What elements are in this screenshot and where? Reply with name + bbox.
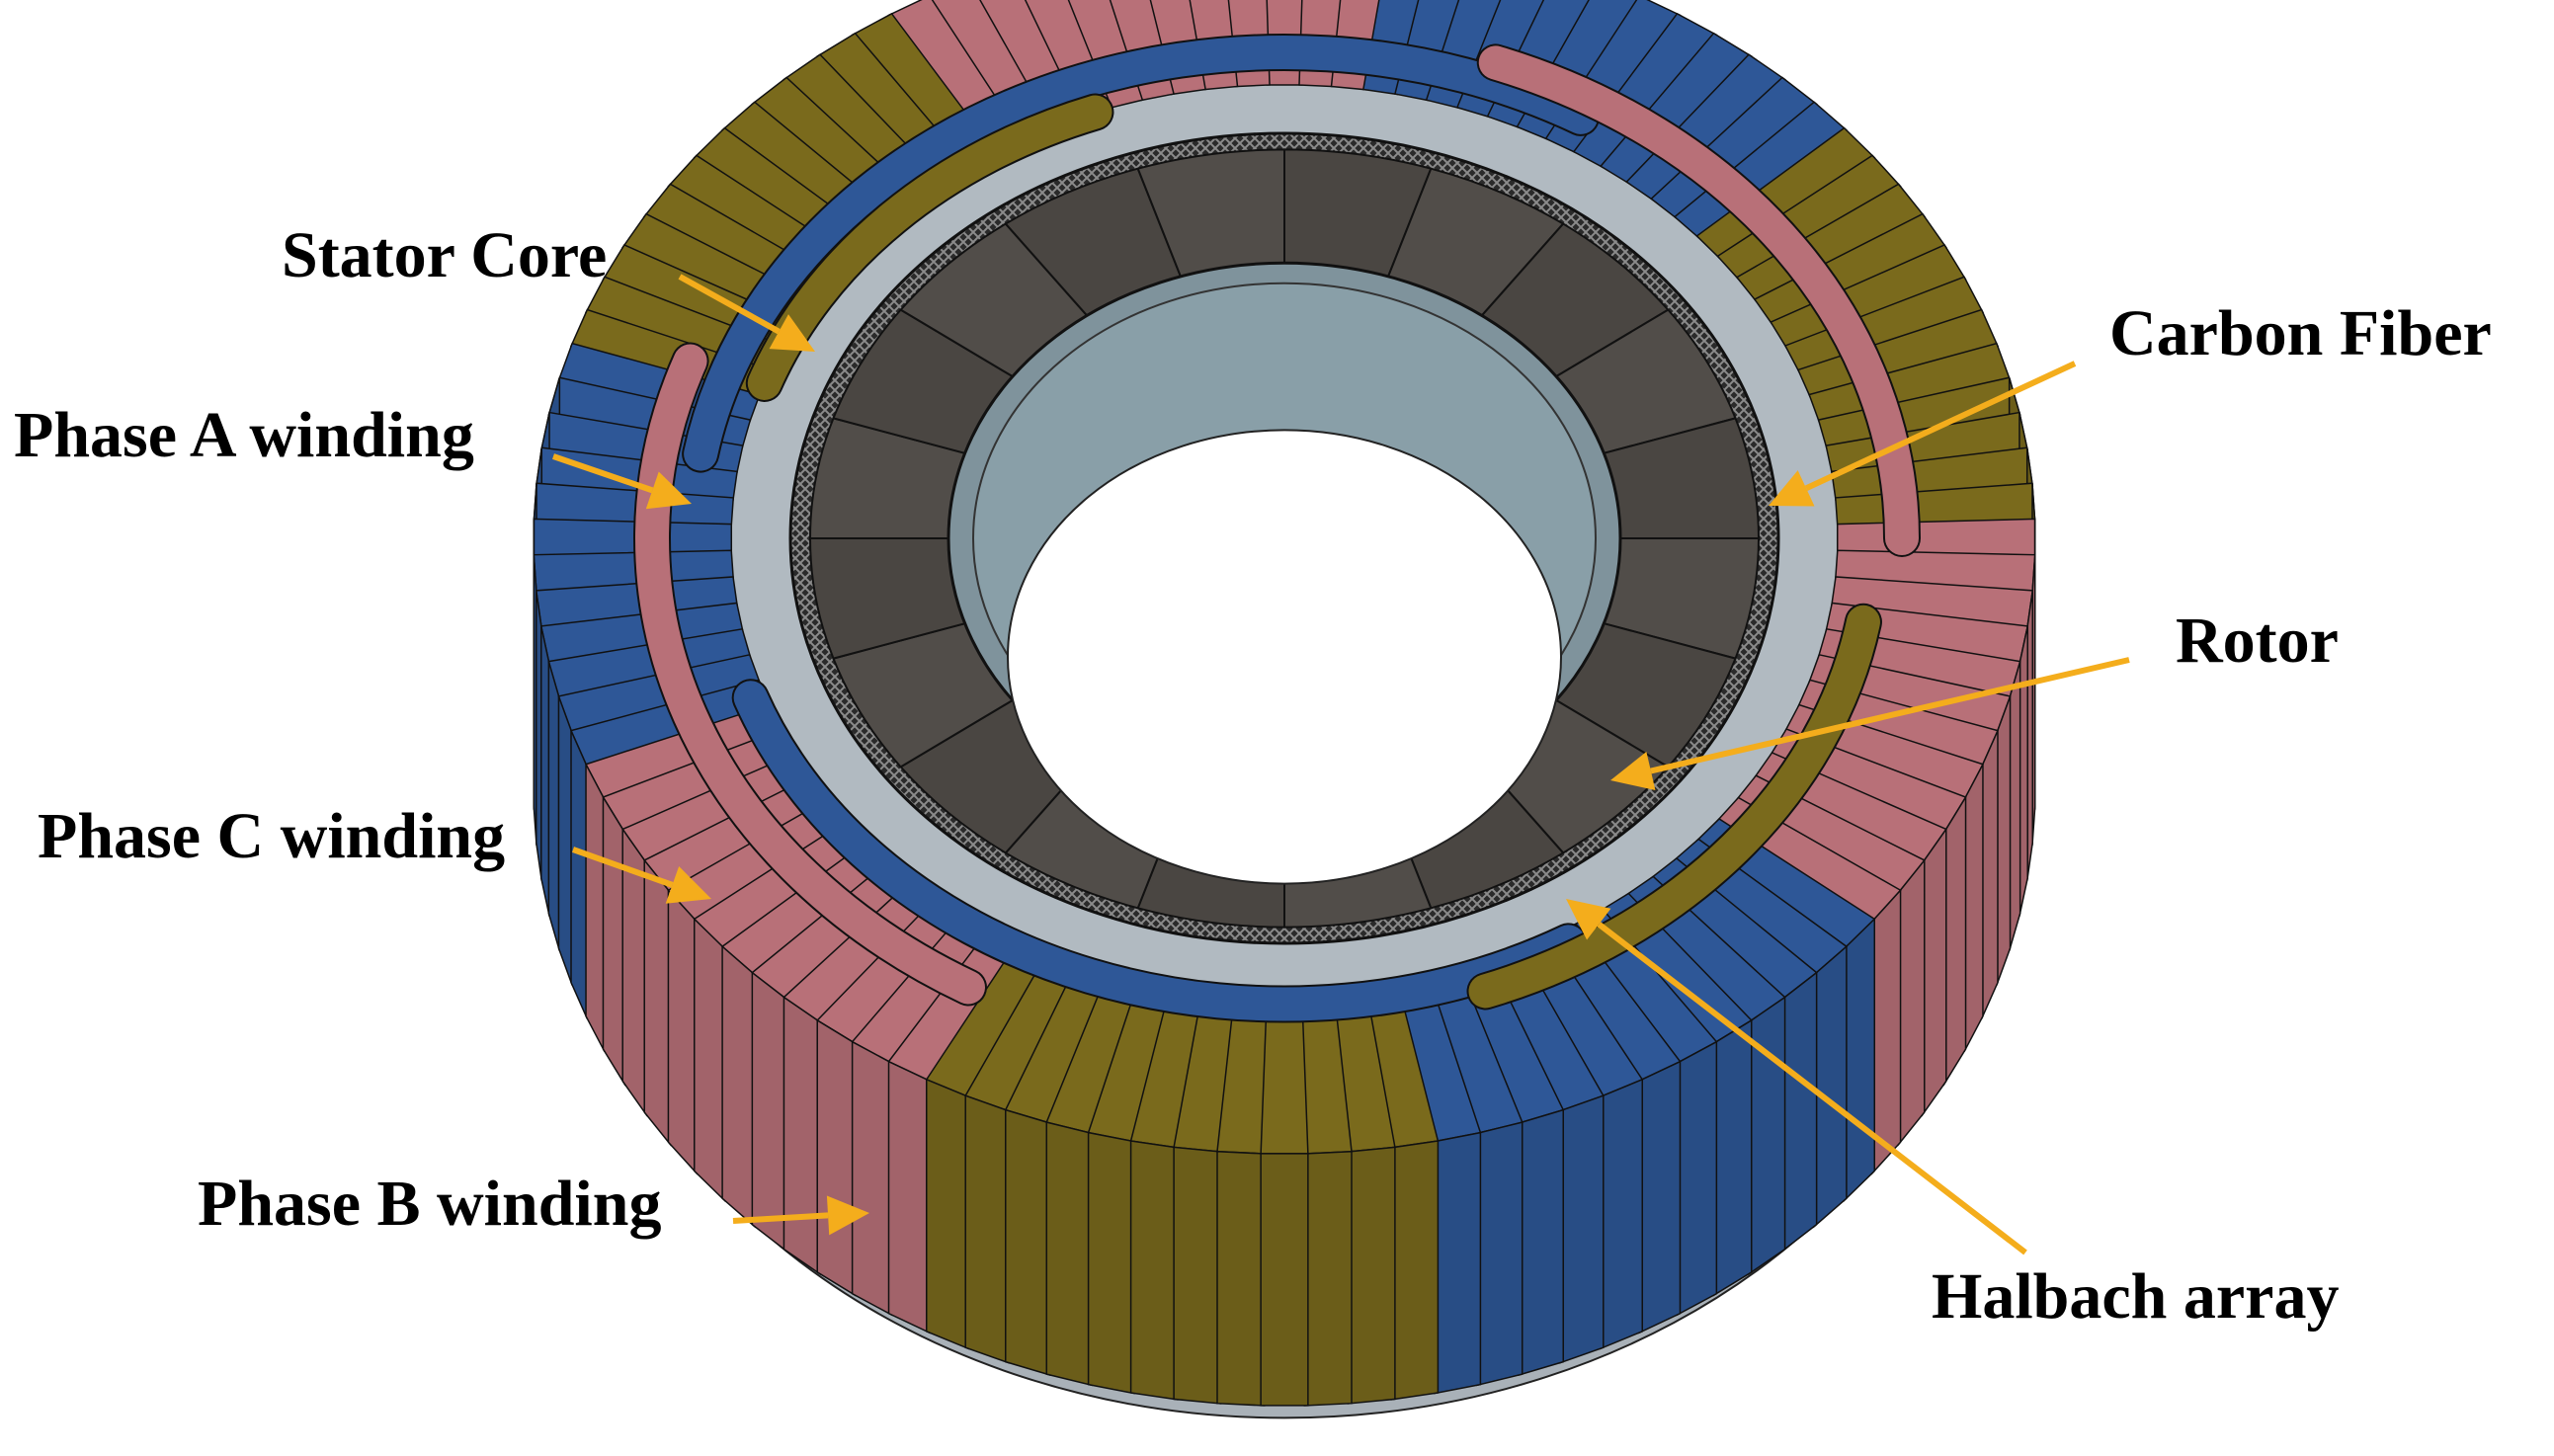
winding-tooth-side [585,764,606,1053]
winding-tooth-side [1897,857,1926,1147]
phase-b-label: Phase B winding [198,1168,662,1240]
coil-end-turn [1468,605,1880,1009]
phase-b-arrow-head [826,1195,869,1236]
rotor-arrow-shaft [1650,657,2130,774]
winding-tooth-side [1843,917,1876,1203]
stator-core-arrow-shaft [678,274,781,335]
winding-tooth-side [1129,1140,1179,1401]
winding-tooth-side [1045,1121,1093,1387]
stator-core-arrow-head [769,314,815,352]
winding-tooth-side [1303,1150,1353,1407]
winding-tooth-side [1781,971,1818,1254]
winding-tooth-side [721,944,756,1229]
winding-tooth-side [1599,1078,1644,1350]
winding-tooth-side [783,996,821,1276]
phase-a-label: Phase A winding [14,399,474,471]
phase-c-label: Phase C winding [38,800,506,872]
carbon-fiber-arrow-shaft [1804,361,2077,492]
halbach-array-label: Halbach array [1932,1260,2340,1333]
carbon-fiber-arrow-head [1769,470,1815,507]
winding-tooth-side [1638,1060,1682,1335]
carbon-fiber-label: Carbon Fiber [2109,297,2492,369]
callout-arrows [552,274,2130,1255]
winding-tooth-side [964,1094,1010,1364]
winding-tooth-side [816,1018,857,1297]
phase-a-arrow-head [645,471,692,510]
rotor-arrow-head [1610,752,1656,790]
winding-tooth-side [1559,1094,1605,1364]
winding-tooth-side [1173,1146,1222,1405]
winding-tooth-side [557,695,573,986]
winding-tooth-side [1980,730,1999,1019]
halbach-array-arrow-shaft [1597,922,2027,1255]
winding-tooth-side [1922,827,1947,1117]
winding-tooth-side [1996,695,2012,986]
winding-tooth-side [1676,1040,1718,1317]
coil-end-turn [733,681,1586,1021]
winding-tooth-side [1748,996,1786,1276]
phase-c-arrow-head [665,866,711,904]
phase-c-arrow-shaft [571,847,674,888]
winding-tooth-side [887,1060,931,1335]
winding-tooth-side [693,917,726,1203]
phase-a-arrow-shaft [552,453,654,494]
winding-tooth-side [751,971,787,1254]
motor-body [533,0,2036,1419]
rotor-bore [1006,429,1563,885]
winding-tooth-side [1216,1150,1266,1407]
winding-tooth-side [570,730,589,1019]
rotor-label: Rotor [2176,605,2339,677]
winding-tooth-side [1005,1108,1051,1377]
winding-tooth-side [667,888,698,1175]
winding-tooth-side [1871,888,1902,1175]
winding-tooth-side [1434,1131,1482,1395]
winding-tooth-side [1390,1140,1440,1401]
winding-tooth-side [1963,764,1984,1053]
winding-tooth-side [1712,1018,1753,1297]
phase-b-arrow-shaft [732,1212,829,1224]
winding-tooth-side [1943,794,1967,1087]
winding-tooth-side [1476,1121,1524,1387]
coil-end-turn [635,344,985,1005]
stator-core-label: Stator Core [282,219,608,291]
winding-tooth-side [1518,1108,1564,1377]
winding-tooth-side [1260,1153,1309,1407]
winding-tooth-side [925,1078,970,1350]
winding-tooth-side [1087,1131,1135,1395]
winding-tooth-side [602,794,625,1087]
winding-tooth-side [1347,1146,1396,1405]
winding-tooth-side [851,1040,893,1317]
halbach-array-arrow-head [1566,899,1611,940]
winding-tooth-side [1813,944,1848,1229]
